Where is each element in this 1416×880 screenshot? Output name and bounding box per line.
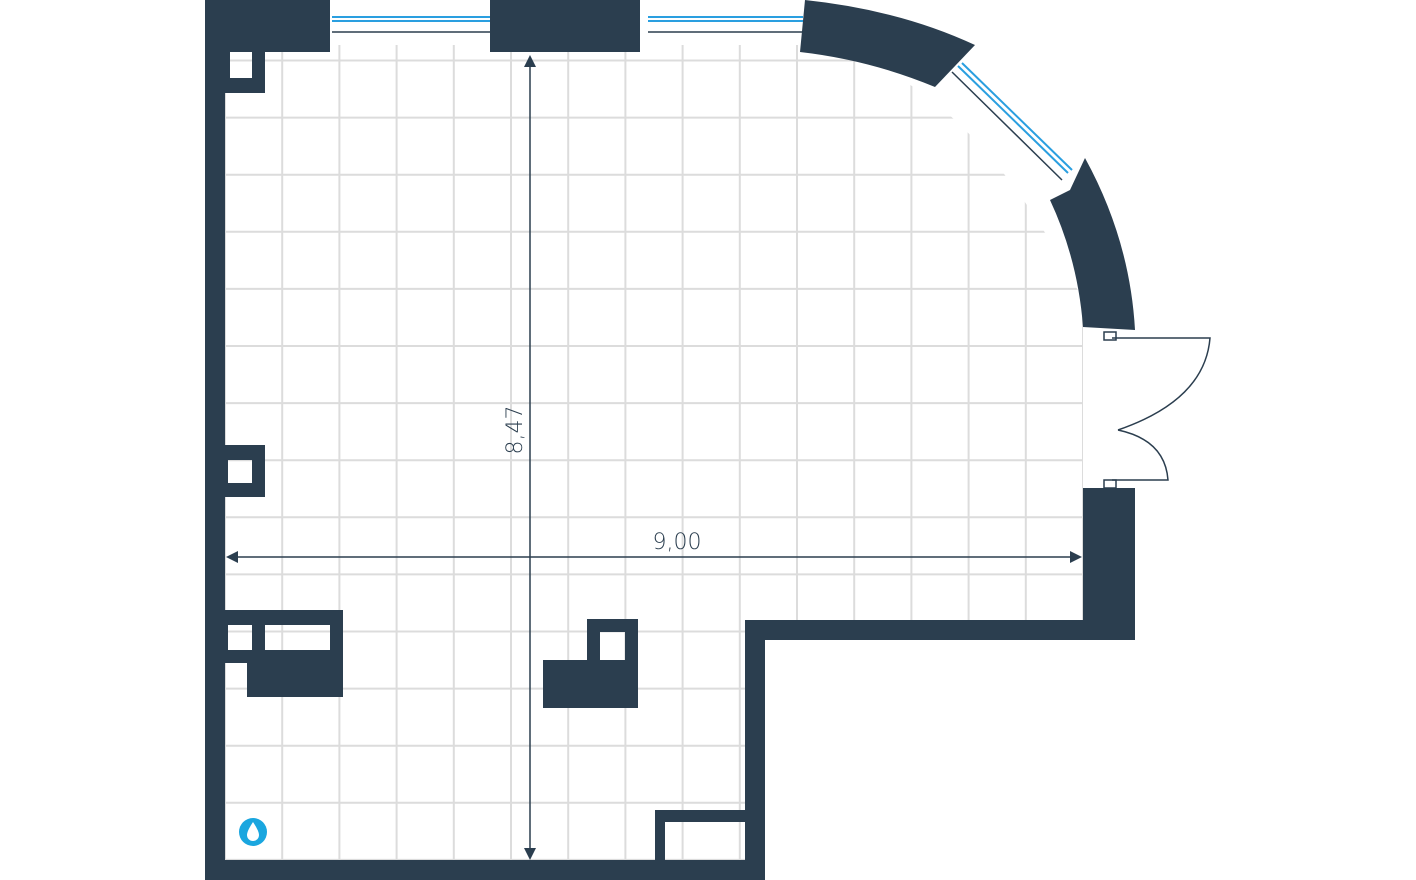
wall-curved-right bbox=[1050, 158, 1135, 330]
windows bbox=[332, 16, 1073, 181]
fixture-block bbox=[225, 610, 343, 697]
double-door[interactable] bbox=[1103, 331, 1211, 489]
walls bbox=[205, 0, 1135, 880]
column bbox=[225, 445, 265, 497]
wall-top-middle bbox=[490, 0, 640, 52]
wall-curved-top bbox=[800, 0, 975, 87]
column bbox=[225, 45, 265, 93]
wall-top-left bbox=[205, 0, 330, 52]
window-diagonal bbox=[951, 62, 1073, 181]
window-top-left bbox=[332, 16, 490, 33]
dimension-horizontal: 9,00 bbox=[226, 530, 1082, 563]
wall-inner-vertical bbox=[745, 620, 765, 880]
wall-right-lower bbox=[1083, 488, 1135, 640]
door-leaf-lower[interactable] bbox=[1112, 429, 1169, 481]
wall-left bbox=[205, 0, 225, 880]
window-top-right bbox=[648, 16, 803, 33]
height-label: 8,47 bbox=[503, 406, 528, 455]
water-drop-icon bbox=[239, 818, 267, 846]
dimension-vertical: 8,47 bbox=[503, 55, 536, 860]
wall-inner-horizontal bbox=[745, 620, 1135, 640]
width-label: 9,00 bbox=[653, 530, 702, 555]
niche bbox=[655, 810, 745, 860]
column-block bbox=[543, 619, 638, 708]
door-leaf-upper[interactable] bbox=[1112, 337, 1211, 431]
wall-bottom bbox=[205, 860, 765, 880]
floor-grid bbox=[225, 45, 1083, 860]
